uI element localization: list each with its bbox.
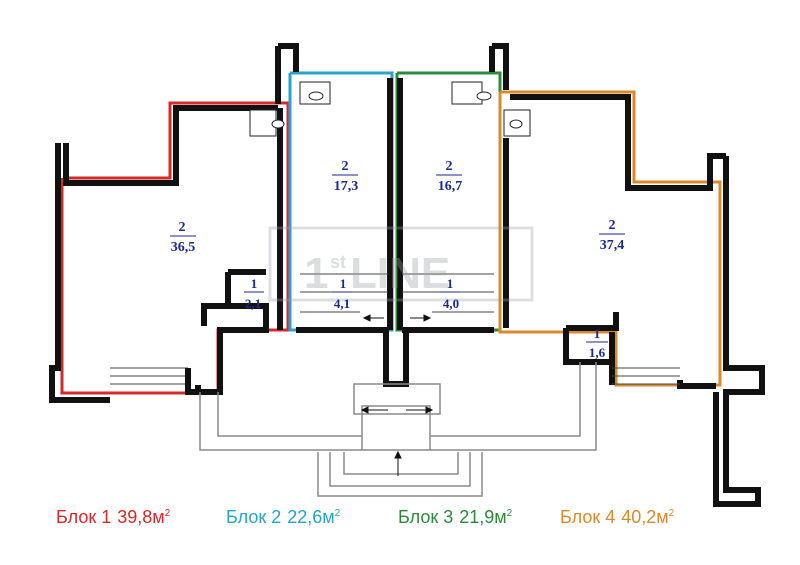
room-1-main-label: 2 36,5 — [170, 220, 196, 255]
svg-text:37,4: 37,4 — [600, 238, 625, 253]
svg-text:4,1: 4,1 — [334, 296, 350, 311]
legend-block-4-area: 40,2м — [621, 507, 669, 527]
svg-text:1: 1 — [447, 276, 454, 291]
room-3-main-label: 2 16,7 — [436, 159, 462, 194]
svg-text:1: 1 — [594, 326, 601, 341]
svg-text:1: 1 — [251, 276, 258, 291]
door-arrows — [360, 314, 434, 476]
svg-text:1,6: 1,6 — [589, 345, 606, 360]
legend-block-1-label: Блок 1 — [56, 507, 112, 527]
svg-text:17,3: 17,3 — [334, 179, 359, 194]
svg-text:2,1: 2,1 — [245, 296, 261, 311]
legend-block-1-sup: 2 — [164, 508, 171, 519]
legend-block-1-area: 39,8м — [117, 507, 165, 527]
svg-text:2: 2 — [179, 220, 186, 235]
legend-block-2-sup: 2 — [334, 508, 341, 519]
legend-block-2-area: 22,6м — [287, 507, 335, 527]
room-4-main-label: 2 37,4 — [599, 218, 625, 253]
svg-text:36,5: 36,5 — [171, 240, 196, 255]
walls — [49, 43, 765, 507]
legend-block-4-label: Блок 4 — [560, 507, 616, 527]
toilet-icon — [249, 81, 531, 137]
legend-block-3-sup: 2 — [506, 508, 513, 519]
watermark-logo: 1 st LINE — [268, 226, 534, 302]
svg-text:1: 1 — [340, 276, 347, 291]
legend-block-2-label: Блок 2 — [226, 507, 282, 527]
room-3-wc-label: 1 4,0 — [440, 276, 460, 311]
svg-text:2: 2 — [342, 159, 349, 174]
block-1-outline — [60, 101, 290, 395]
svg-text:st: st — [330, 252, 346, 272]
room-1-wc-label: 1 2,1 — [244, 276, 264, 311]
svg-text:1: 1 — [304, 249, 328, 298]
room-2-main-label: 2 17,3 — [332, 159, 358, 194]
legend-block-4-sup: 2 — [668, 508, 675, 519]
svg-text:4,0: 4,0 — [443, 296, 459, 311]
block-4-outline — [498, 90, 722, 387]
windows — [110, 367, 680, 385]
svg-text:LINE: LINE — [350, 249, 450, 298]
legend-block-3-area: 21,9м — [459, 507, 507, 527]
legend-block-3-label: Блок 3 — [398, 507, 454, 527]
room-2-wc-label: 1 4,1 — [332, 276, 352, 311]
svg-text:2: 2 — [446, 159, 453, 174]
svg-text:2: 2 — [609, 218, 616, 233]
corridor-lines — [199, 362, 597, 497]
room-4-wc-label: 1 1,6 — [586, 326, 608, 360]
svg-text:16,7: 16,7 — [438, 179, 463, 194]
